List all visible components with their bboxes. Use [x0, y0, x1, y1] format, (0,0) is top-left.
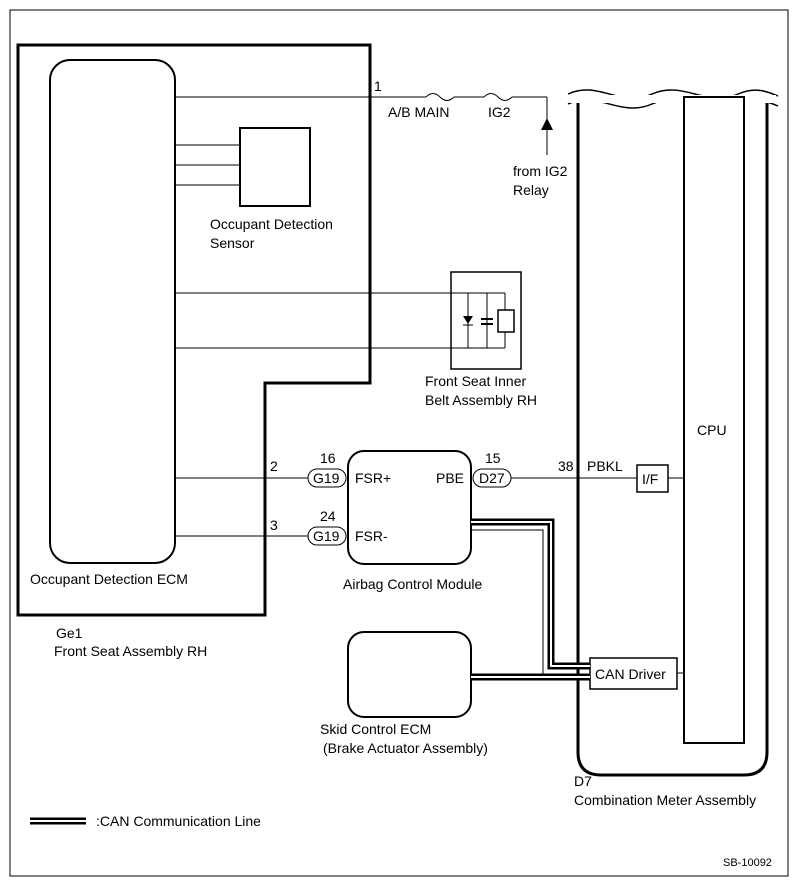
fuse-ab-main	[425, 93, 455, 101]
pin-number: 3	[270, 517, 278, 533]
pin-number: 15	[485, 450, 501, 466]
skid-ecm-label: (Brake Actuator Assembly)	[323, 740, 488, 756]
occupant-detection-sensor-box	[239, 127, 311, 207]
diagram-code: SB-10092	[723, 857, 772, 869]
skid-control-ecm-box	[347, 631, 472, 718]
ecm-label: Occupant Detection ECM	[30, 571, 188, 587]
outer-frame	[9, 9, 789, 877]
occupant-detection-ecm-box	[49, 59, 176, 564]
connector-g19-a	[307, 468, 347, 488]
connector-label: G19	[313, 470, 340, 486]
pin-number: 2	[270, 458, 278, 474]
airbag-control-module-box	[347, 450, 472, 565]
combination-meter-label: Combination Meter Assembly	[574, 792, 756, 808]
connector-label: D27	[479, 470, 505, 486]
switch-icon	[497, 309, 515, 333]
pin-number: 38	[558, 458, 574, 474]
combination-meter-outline	[576, 98, 769, 777]
ab-main-label: A/B MAIN	[388, 104, 449, 120]
cpu-box	[683, 96, 745, 744]
arrow-up-icon	[541, 118, 553, 130]
belt-label: Front Seat Inner	[425, 373, 527, 389]
pin-number: 24	[320, 508, 336, 524]
can-line	[471, 518, 590, 670]
can-line	[471, 529, 590, 675]
pin-number: 1	[374, 78, 382, 94]
if-label: I/F	[642, 471, 658, 487]
d7-label: D7	[574, 773, 592, 789]
can-driver-label: CAN Driver	[595, 666, 666, 682]
pbkl-label: PBKL	[587, 458, 623, 474]
front-seat-assembly-label: Front Seat Assembly RH	[54, 643, 207, 659]
if-box	[636, 464, 669, 493]
occupant-sensor-label: Occupant Detection	[210, 216, 333, 232]
connector-g19-b	[307, 526, 347, 546]
front-seat-assembly-outline	[16, 43, 372, 617]
from-ig2-label: Relay	[513, 182, 549, 198]
diode-icon	[463, 316, 473, 324]
fsr-minus-label: FSR-	[355, 528, 388, 544]
pin-number: 16	[320, 450, 336, 466]
legend-label: :CAN Communication Line	[96, 813, 261, 829]
ig2-label: IG2	[488, 104, 511, 120]
skid-ecm-label: Skid Control ECM	[320, 721, 431, 737]
occupant-sensor-label: Sensor	[210, 235, 255, 251]
break-line	[567, 89, 779, 99]
belt-label: Belt Assembly RH	[425, 392, 537, 408]
ge1-label: Ge1	[56, 625, 83, 641]
pbe-label: PBE	[436, 470, 464, 486]
airbag-module-label: Airbag Control Module	[343, 576, 483, 592]
fuse-ig2	[483, 93, 513, 101]
from-ig2-label: from IG2	[513, 163, 568, 179]
connector-label: G19	[313, 528, 340, 544]
fsr-plus-label: FSR+	[355, 470, 391, 486]
break-gap	[570, 95, 776, 103]
cpu-label: CPU	[697, 422, 727, 438]
